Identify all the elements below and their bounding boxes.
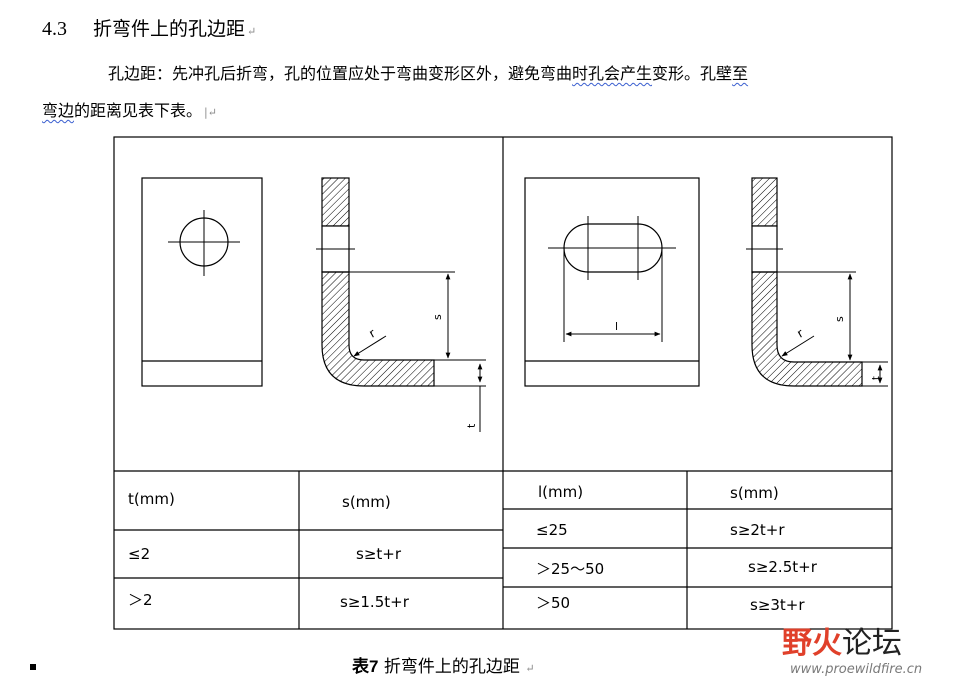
table-header: s(mm) (730, 484, 779, 502)
caption-label: 表7 (352, 657, 379, 676)
table-header: l(mm) (538, 483, 583, 501)
distance-s-label: s (833, 316, 846, 322)
watermark-text: 论坛 (842, 626, 902, 661)
watermark-text: 火 (812, 626, 842, 661)
paragraph-mark-icon: ↵ (247, 25, 257, 38)
section-heading: 4.3 折弯件上的孔边距↵ (42, 14, 256, 41)
thickness-t-label: t (465, 423, 478, 428)
paragraph-line-1: 孔边距：先冲孔后折弯，孔的位置应处于弯曲变形区外，避免弯曲时孔会产生变形。孔壁至 (108, 60, 748, 84)
paragraph-text-underlined: 至 (732, 64, 749, 83)
table-header: s(mm) (342, 493, 391, 511)
section-number: 4.3 (42, 18, 67, 40)
paragraph-text: 的距离见表下表。 (74, 101, 203, 120)
table-cell: ≤2 (128, 545, 150, 563)
right-bend-section: r s t (746, 177, 888, 387)
caption-text: 折弯件上的孔边距 (383, 657, 520, 677)
left-table: t(mm) s(mm) ≤2 s≥t+r ＞2 s≥1.5t+r (114, 471, 503, 629)
paragraph-text: 变形。孔壁 (652, 64, 733, 83)
paragraph-text-underlined: 时孔会产生 (572, 64, 653, 83)
table-cell: ＞25～50 (536, 560, 604, 578)
table-cell: s≥3t+r (750, 596, 805, 614)
table-cell: ＞50 (536, 594, 570, 612)
text-cursor-icon: |↵ (204, 106, 217, 119)
table-cell: s≥2t+r (730, 521, 785, 539)
section-title: 折弯件上的孔边距 (93, 18, 246, 40)
distance-s-label: s (431, 314, 444, 320)
bullet-icon (30, 664, 36, 670)
right-plate-view: l (524, 177, 700, 387)
length-l-label: l (615, 320, 618, 333)
left-bend-section: r s t (316, 177, 486, 432)
paragraph-text: 孔边距：先冲孔后折弯，孔的位置应处于弯曲变形区外，避免弯曲 (108, 64, 573, 83)
table-cell: s≥2.5t+r (748, 558, 818, 576)
table-cell: s≥t+r (356, 545, 402, 563)
watermark-logo: 野火论坛 (782, 618, 902, 662)
left-plate-view (141, 177, 263, 387)
watermark-url: www.proewildfire.cn (790, 662, 923, 677)
thickness-t-label: t (871, 376, 882, 380)
radius-label: r (367, 326, 378, 341)
paragraph-line-2: 弯边的距离见表下表。|↵ (42, 97, 217, 121)
paragraph-mark-icon: ↵ (521, 662, 535, 675)
radius-label: r (795, 326, 806, 341)
paragraph-text-underlined: 弯边 (42, 101, 75, 120)
table-header: t(mm) (128, 490, 175, 508)
table-caption: 表7 折弯件上的孔边距 ↵ (352, 652, 535, 677)
right-table: l(mm) s(mm) ≤25 s≥2t+r ＞25～50 s≥2.5t+r ＞… (503, 471, 892, 629)
table-cell: ≤25 (536, 521, 568, 539)
table-cell: ＞2 (128, 591, 153, 609)
table-cell: s≥1.5t+r (340, 593, 410, 611)
watermark-text: 野 (782, 626, 812, 661)
